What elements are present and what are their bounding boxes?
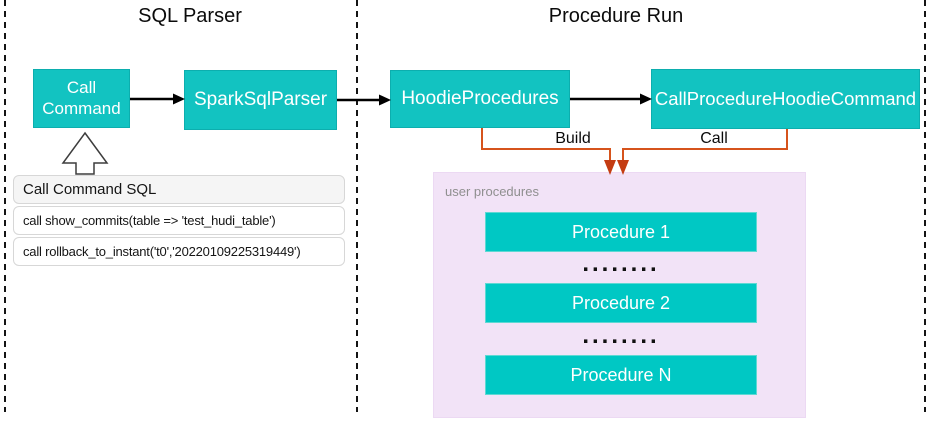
sql-table-header: Call Command SQL [13, 175, 345, 204]
node-spark-sql-parser: SparkSqlParser [184, 70, 337, 130]
section-title-procedure-run: Procedure Run [548, 5, 684, 27]
ellipsis-dots-1: ........ [582, 250, 660, 277]
sql-table-row-rollback: call rollback_to_instant('t0','202201092… [13, 237, 345, 266]
ellipsis-dots-2: ........ [582, 322, 660, 349]
node-procedure-n: Procedure N [485, 355, 757, 395]
node-procedure-1: Procedure 1 [485, 212, 757, 252]
node-call-command: Call Command [33, 69, 130, 128]
section-divider-left [4, 0, 6, 412]
section-title-sql-parser: SQL Parser [138, 5, 242, 27]
node-hoodie-procedures: HoodieProcedures [390, 70, 570, 128]
section-divider-right [924, 0, 926, 412]
section-divider-middle [356, 0, 358, 412]
edge-label-call: Call [700, 130, 728, 147]
node-call-procedure-hoodie-command: CallProcedureHoodieCommand [651, 69, 920, 129]
block-up-arrow-icon [61, 131, 109, 175]
node-procedure-2: Procedure 2 [485, 283, 757, 323]
edge-label-build: Build [555, 130, 591, 147]
user-procedures-label: user procedures [445, 184, 539, 199]
sql-table-row-show-commits: call show_commits(table => 'test_hudi_ta… [13, 206, 345, 235]
